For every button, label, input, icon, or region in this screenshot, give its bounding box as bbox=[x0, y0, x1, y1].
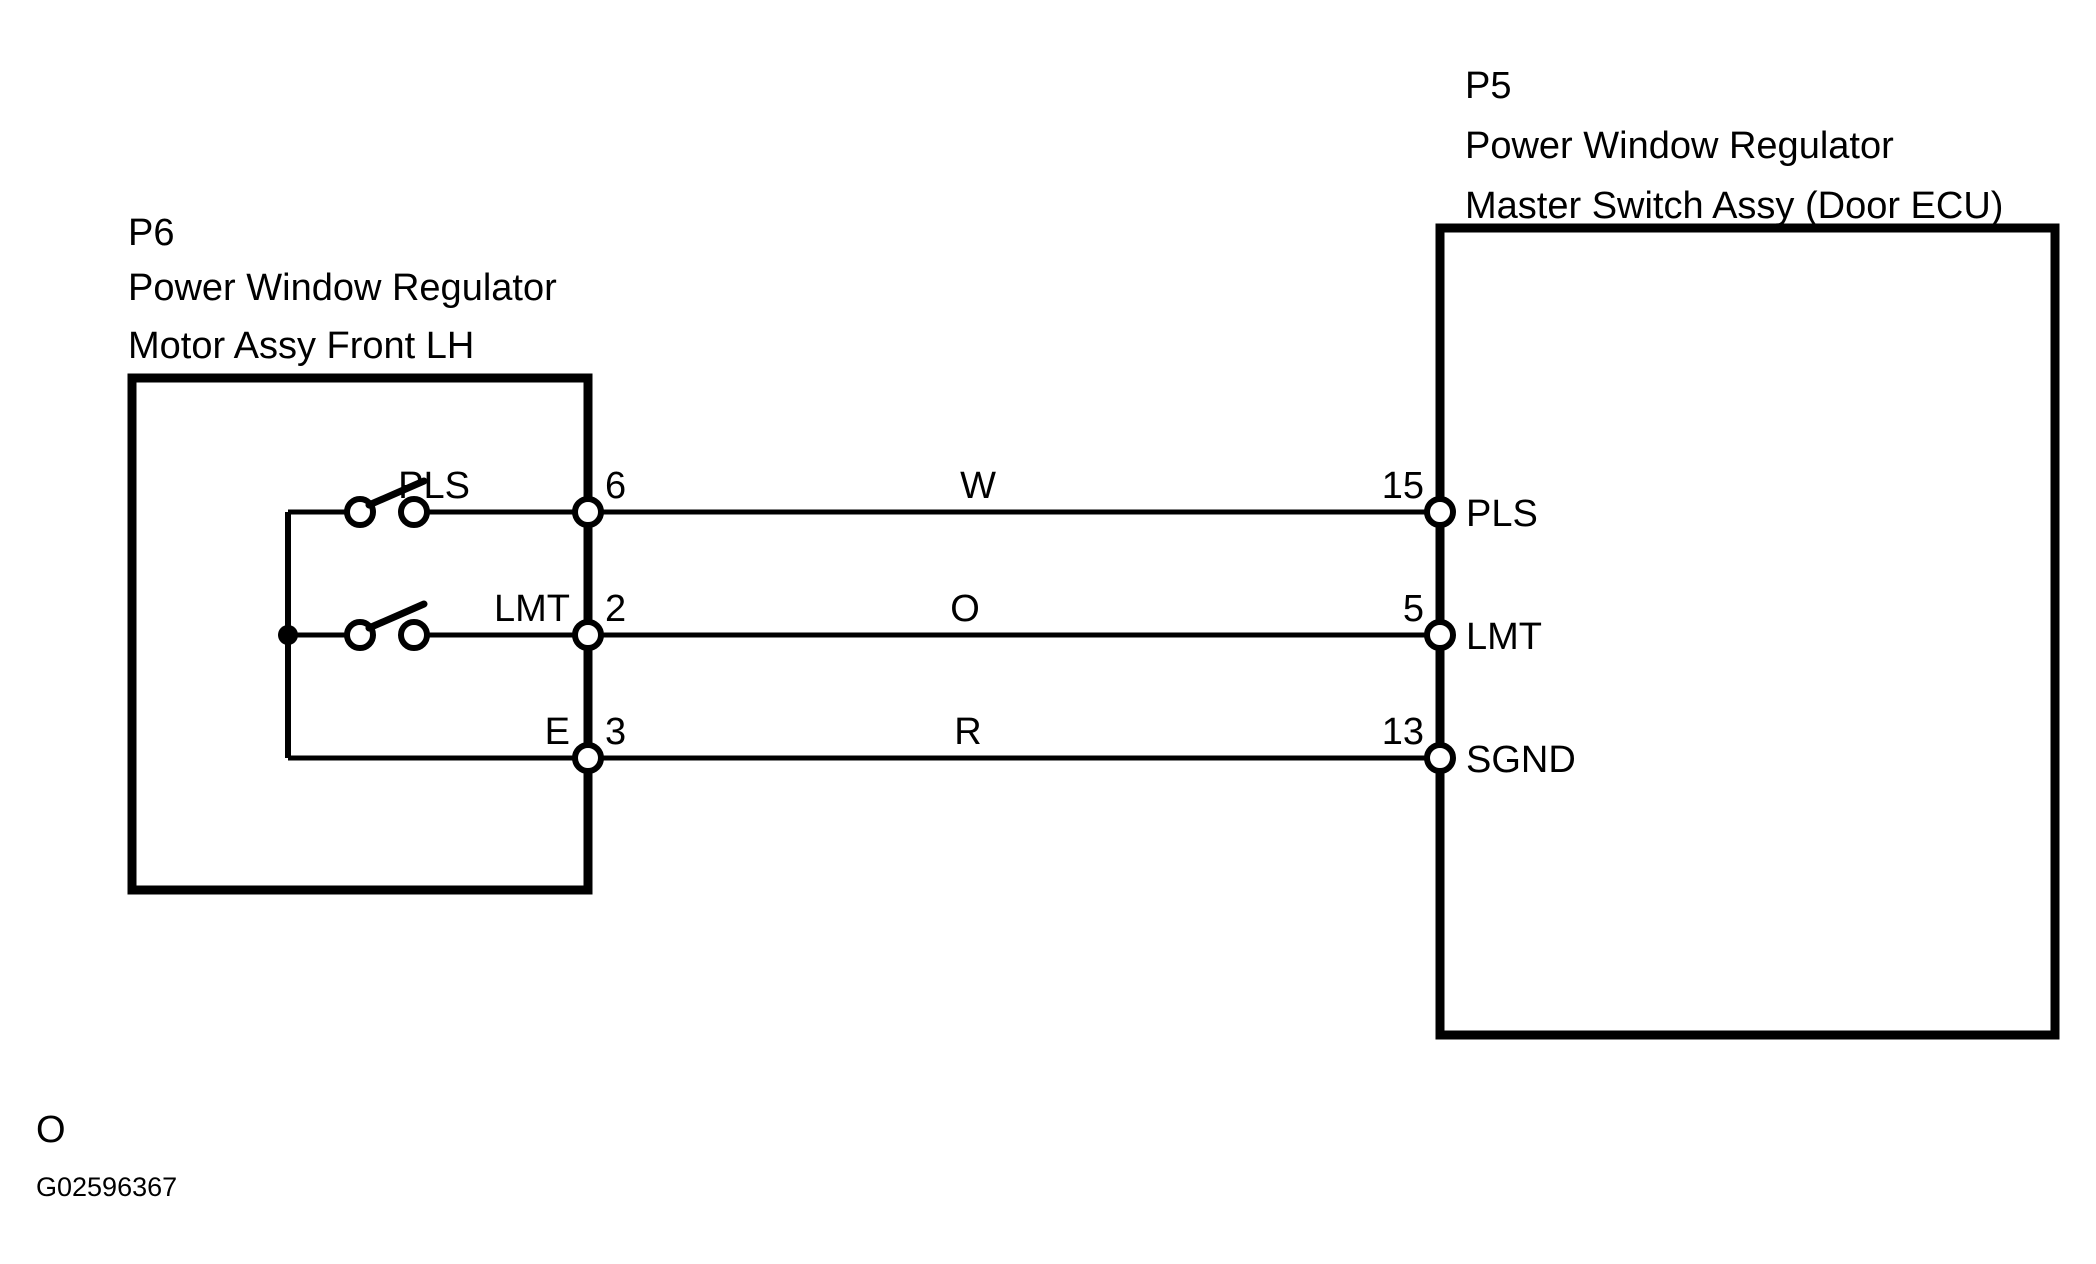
wire-color-code-o: O bbox=[950, 588, 980, 630]
right-block-name-line2: Master Switch Assy (Door ECU) bbox=[1465, 185, 2003, 227]
right-terminal-sgnd[interactable] bbox=[1424, 742, 1456, 774]
right-terminal-label-lmt: LMT bbox=[1466, 616, 1542, 658]
lmt-switch-fixed-contact[interactable] bbox=[398, 619, 430, 651]
left-terminal-e[interactable] bbox=[572, 742, 604, 774]
figure-mark: O bbox=[36, 1109, 66, 1151]
right-terminal-pls[interactable] bbox=[1424, 496, 1456, 528]
wire-color-code-r: R bbox=[954, 711, 981, 753]
left-block-name-line1: Power Window Regulator bbox=[128, 267, 557, 309]
right-terminal-label-pls: PLS bbox=[1466, 493, 1538, 535]
right-pin-number-13: 13 bbox=[1382, 711, 1424, 753]
right-terminal-label-sgnd: SGND bbox=[1466, 739, 1576, 781]
right-pin-number-15: 15 bbox=[1382, 465, 1424, 507]
left-pin-number-6: 6 bbox=[605, 465, 626, 507]
right-pin-number-5: 5 bbox=[1403, 588, 1424, 630]
left-terminal-label-e: E bbox=[545, 711, 570, 753]
left-block-name-line2: Motor Assy Front LH bbox=[128, 325, 474, 367]
figure-code: G02596367 bbox=[36, 1172, 177, 1202]
wire-color-code-w: W bbox=[960, 465, 996, 507]
left-terminal-label-lmt: LMT bbox=[494, 588, 570, 630]
right-connector-id: P5 bbox=[1465, 65, 1511, 107]
left-connector-id: P6 bbox=[128, 212, 174, 254]
left-terminal-lmt[interactable] bbox=[572, 619, 604, 651]
right-block-name-line1: Power Window Regulator bbox=[1465, 125, 1894, 167]
pls-switch-blade[interactable] bbox=[365, 477, 428, 509]
left-terminal-pls[interactable] bbox=[572, 496, 604, 528]
right-terminal-lmt[interactable] bbox=[1424, 619, 1456, 651]
left-pin-number-2: 2 bbox=[605, 588, 626, 630]
left-pin-number-3: 3 bbox=[605, 711, 626, 753]
lmt-switch-blade[interactable] bbox=[365, 600, 428, 632]
left-terminal-label-pls: PLS bbox=[398, 465, 470, 507]
bus-junction-dot bbox=[278, 625, 298, 645]
